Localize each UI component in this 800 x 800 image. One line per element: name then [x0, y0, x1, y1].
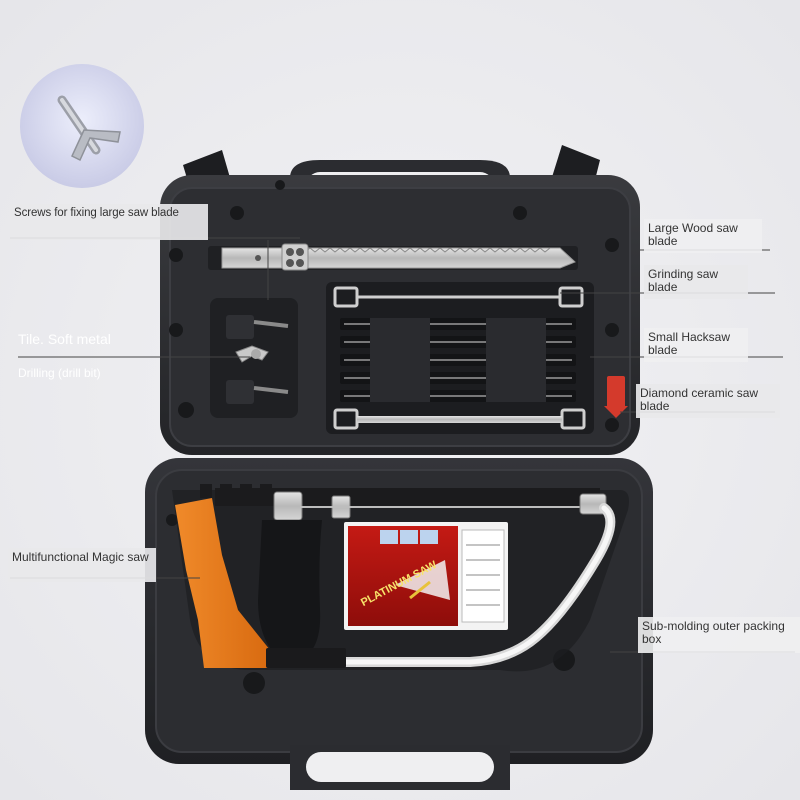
label-large-wood-saw-blade: Large Wood saw blade — [644, 219, 762, 253]
case-lid — [160, 145, 640, 455]
label-screws: Screws for fixing large saw blade — [10, 204, 208, 240]
label-grinding-saw-blade: Grinding saw blade — [644, 265, 748, 299]
case-base — [145, 458, 653, 790]
wing-screw-inset — [20, 64, 144, 188]
blade-slots — [340, 318, 576, 402]
label-small-hacksaw-blade: Small Hacksaw blade — [644, 328, 748, 362]
label-tile-soft-metal: Tile. Soft metal — [18, 331, 111, 347]
label-diamond-ceramic-saw-blade: Diamond ceramic saw blade — [636, 384, 780, 418]
label-drilling: Drilling (drill bit) — [18, 366, 101, 380]
platinum-saw-package — [344, 522, 508, 630]
label-multifunctional-magic-saw: Multifunctional Magic saw — [8, 548, 156, 582]
label-sub-molding-box: Sub-molding outer packing box — [638, 617, 800, 653]
